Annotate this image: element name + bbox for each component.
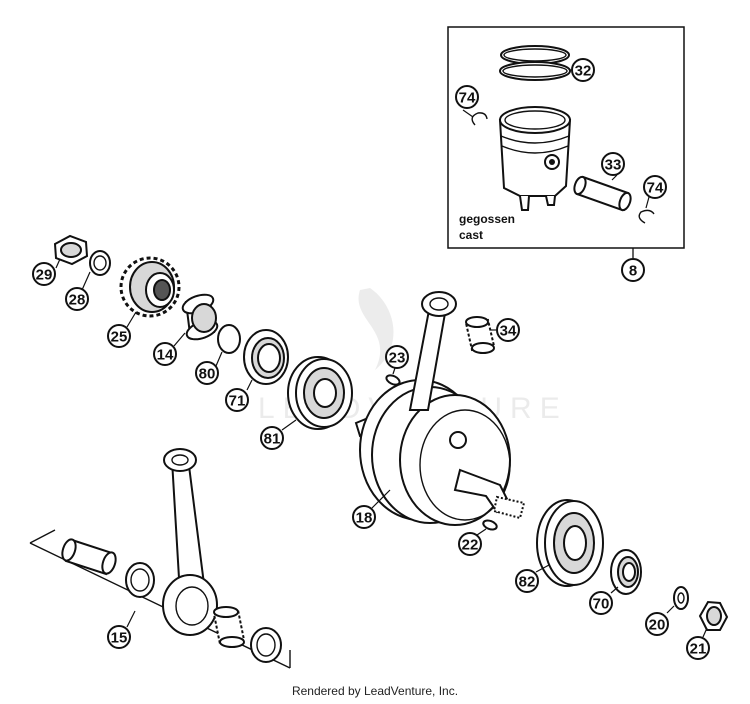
callout-label: 22 (462, 537, 479, 554)
callout-34[interactable]: 34 (496, 318, 520, 342)
callout-label: 34 (500, 323, 517, 340)
callout-29[interactable]: 29 (32, 262, 56, 286)
callout-22[interactable]: 22 (458, 532, 482, 556)
sleeve-14 (181, 293, 219, 341)
callout-28[interactable]: 28 (65, 287, 89, 311)
callout-label: 8 (629, 263, 637, 280)
callout-21[interactable]: 21 (686, 636, 710, 660)
callout-label: 18 (356, 510, 373, 527)
callout-label: 71 (229, 393, 246, 410)
washer-20 (673, 586, 689, 610)
o-ring-80 (217, 324, 241, 354)
piston-ring-set (499, 45, 571, 81)
circlip-left (471, 112, 488, 126)
callout-80[interactable]: 80 (195, 361, 219, 385)
callout-15[interactable]: 15 (107, 625, 131, 649)
callout-label: 33 (605, 157, 622, 174)
callout-32[interactable]: 32 (571, 58, 595, 82)
key-22 (482, 519, 498, 531)
nut-29 (53, 234, 89, 266)
callout-71[interactable]: 71 (225, 388, 249, 412)
washer-28 (89, 250, 111, 276)
callout-label: 21 (690, 641, 707, 658)
callout-74-left[interactable]: 74 (455, 85, 479, 109)
needle-bearing-34 (464, 316, 496, 354)
cast-note-line1: gegossen (459, 212, 515, 226)
callout-label: 25 (111, 329, 128, 346)
callout-33[interactable]: 33 (601, 152, 625, 176)
render-credit: Rendered by LeadVenture, Inc. (291, 684, 459, 698)
callout-label: 28 (69, 292, 86, 309)
callout-label: 23 (389, 350, 406, 367)
circlip-right (638, 209, 655, 224)
callout-23[interactable]: 23 (385, 345, 409, 369)
callout-20[interactable]: 20 (645, 612, 669, 636)
callout-label: 32 (575, 63, 592, 80)
piston-pin (573, 175, 632, 212)
callout-25[interactable]: 25 (107, 324, 131, 348)
piston-inset-box (447, 26, 685, 249)
callout-label: 81 (264, 431, 281, 448)
callout-18[interactable]: 18 (352, 505, 376, 529)
callout-label: 80 (199, 366, 216, 383)
piston (498, 106, 572, 211)
callout-label: 74 (647, 180, 664, 197)
callout-label: 74 (459, 90, 476, 107)
callout-14[interactable]: 14 (153, 342, 177, 366)
callout-label: 20 (649, 617, 666, 634)
callout-label: 70 (593, 596, 610, 613)
callout-label: 15 (111, 630, 128, 647)
callout-82[interactable]: 82 (515, 569, 539, 593)
callout-81[interactable]: 81 (260, 426, 284, 450)
cast-note-line2: cast (459, 228, 483, 242)
gear-25 (119, 256, 181, 318)
callout-label: 14 (157, 347, 174, 364)
leader-lines (55, 109, 708, 638)
callout-label: 29 (36, 267, 53, 284)
callout-74-right[interactable]: 74 (643, 175, 667, 199)
bearing-82 (536, 499, 604, 587)
conrod-kit (29, 448, 291, 669)
bearing-81 (287, 356, 353, 430)
callout-label: 82 (519, 574, 536, 591)
nut-21 (698, 600, 729, 631)
key-23 (385, 374, 401, 386)
callout-70[interactable]: 70 (589, 591, 613, 615)
seal-71 (243, 329, 289, 385)
seal-70 (610, 549, 642, 595)
callout-8[interactable]: 8 (621, 258, 645, 282)
crankshaft (354, 291, 526, 526)
